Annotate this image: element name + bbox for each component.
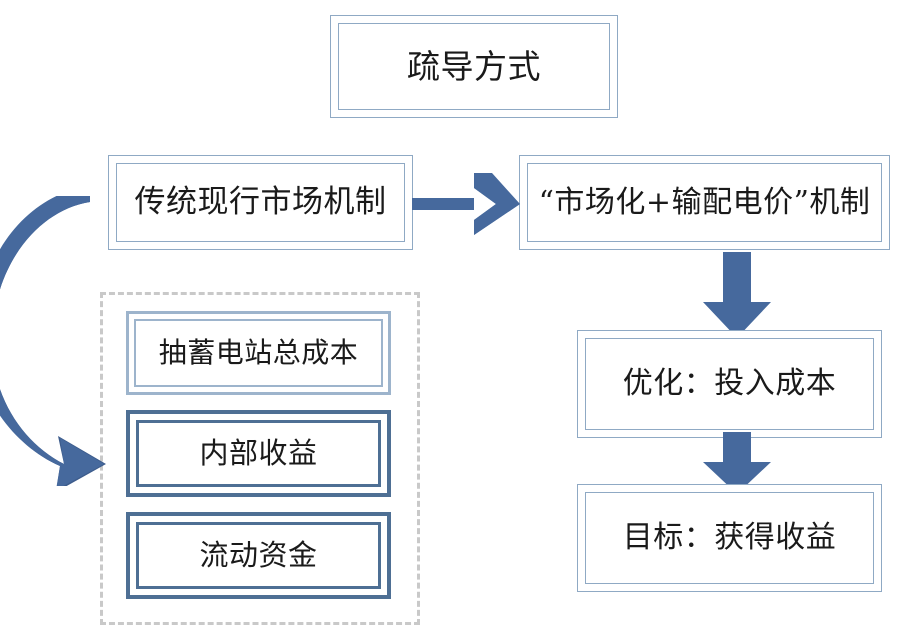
node-traditional-market-mechanism[interactable]: 传统现行市场机制 [108,155,413,250]
arrow-curved-feedback-to-cost-group [0,196,106,486]
node-pumped-storage-total-cost[interactable]: 抽蓄电站总成本 [126,311,391,395]
node-title[interactable]: 疏导方式 [330,15,618,118]
node-internal-revenue[interactable]: 内部收益 [126,410,391,497]
node-pumped-storage-total-cost-inner: 抽蓄电站总成本 [134,319,383,387]
node-internal-revenue-inner: 内部收益 [136,420,381,487]
node-traditional-market-mechanism-label: 传统现行市场机制 [134,184,387,220]
node-goal-obtain-revenue-inner: 目标：获得收益 [585,492,874,584]
node-optimize-input-cost-inner: 优化：投入成本 [585,338,874,430]
node-pumped-storage-total-cost-label: 抽蓄电站总成本 [158,336,359,369]
node-internal-revenue-label: 内部收益 [199,436,318,470]
node-optimize-input-cost-label: 优化：投入成本 [622,366,837,401]
arrow-optimize-to-goal [703,432,771,494]
node-optimize-input-cost[interactable]: 优化：投入成本 [577,330,882,438]
node-marketization-transmission-price-mechanism-label: “市场化+输配电价”机制 [538,184,871,220]
node-working-capital[interactable]: 流动资金 [126,512,391,599]
arrow-marketization-to-optimize [703,252,771,338]
node-marketization-transmission-price-mechanism-inner: “市场化+输配电价”机制 [527,163,882,242]
arrow-traditional-to-marketization [412,173,520,235]
node-title-inner: 疏导方式 [338,23,610,110]
group-cost-items [100,292,420,625]
node-title-label: 疏导方式 [407,47,541,86]
node-working-capital-inner: 流动资金 [136,522,381,589]
node-goal-obtain-revenue-label: 目标：获得收益 [622,520,837,555]
node-working-capital-label: 流动资金 [199,538,318,572]
node-goal-obtain-revenue[interactable]: 目标：获得收益 [577,484,882,592]
node-traditional-market-mechanism-inner: 传统现行市场机制 [116,163,405,242]
node-marketization-transmission-price-mechanism[interactable]: “市场化+输配电价”机制 [519,155,890,250]
